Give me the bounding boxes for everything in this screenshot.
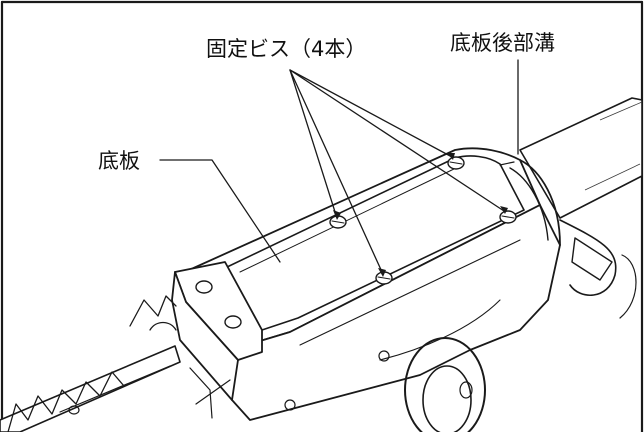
trigger-guard bbox=[559, 219, 637, 319]
fixing-screws bbox=[329, 156, 517, 285]
front-block bbox=[171, 261, 263, 401]
screw-leader-3 bbox=[289, 69, 453, 158]
leader-lines bbox=[159, 59, 519, 273]
handle-bar bbox=[519, 97, 643, 219]
screw-2 bbox=[375, 271, 393, 285]
screw-4 bbox=[499, 210, 517, 224]
leader-arrows bbox=[333, 153, 508, 277]
screw-leader-1 bbox=[289, 69, 337, 216]
side-ring bbox=[284, 337, 486, 432]
screw-leader-4 bbox=[289, 69, 505, 212]
motor-housing bbox=[177, 147, 561, 421]
base-plate-label: 底板 bbox=[98, 149, 140, 173]
base-plate-leader bbox=[159, 159, 281, 263]
screw-3 bbox=[447, 156, 465, 170]
blade-bar bbox=[0, 295, 231, 432]
rear-groove-label: 底板後部溝 bbox=[450, 31, 555, 55]
screw-leader-2 bbox=[289, 69, 383, 273]
screws-label: 固定ビス（4本） bbox=[206, 37, 366, 61]
